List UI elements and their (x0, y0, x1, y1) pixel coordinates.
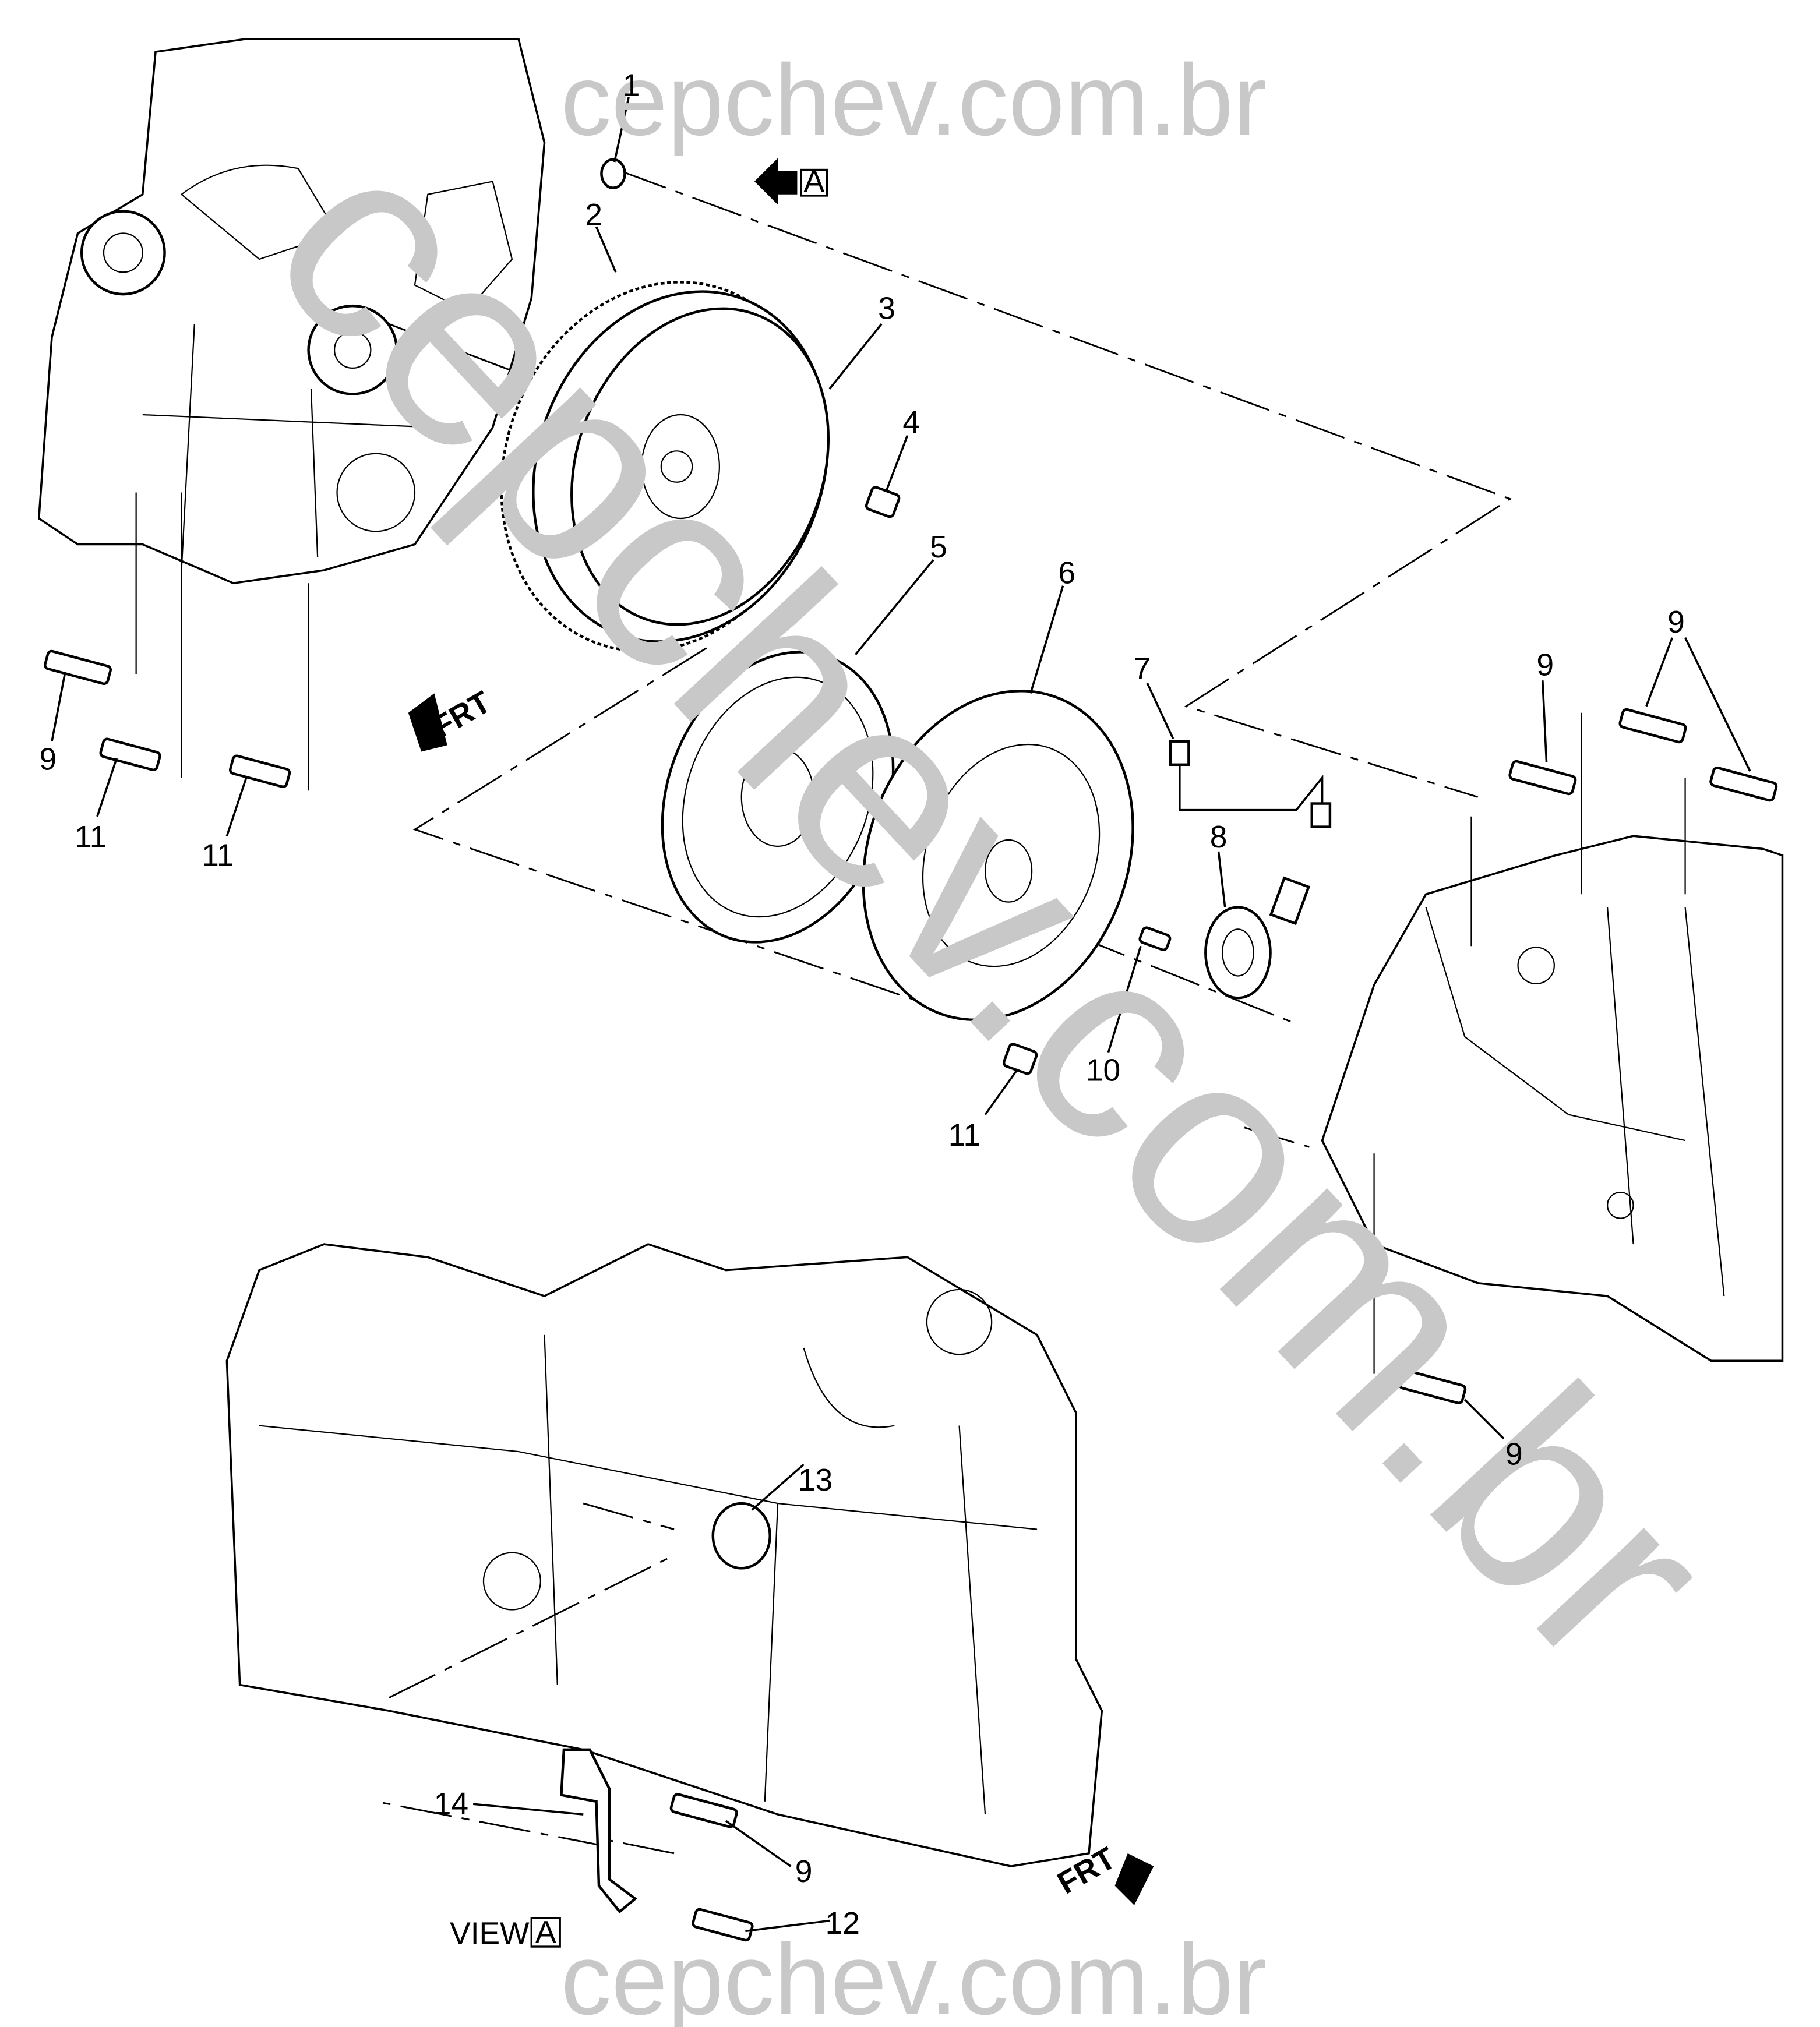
callouts: 1 2 3 4 5 6 7 8 9 9 9 9 9 10 11 11 11 12… (39, 69, 1684, 1941)
callout-9-bottom: 9 (795, 1855, 813, 1889)
watermark-top: cepchev.com.br (561, 43, 1267, 156)
flywheel-bolt (865, 486, 901, 518)
view-label: VIEW (450, 1917, 530, 1951)
bracket (560, 1748, 637, 1914)
callout-1: 1 (623, 69, 640, 103)
callout-13: 13 (798, 1463, 833, 1498)
bleeder-bolt (1138, 926, 1172, 951)
callout-9-lower-right: 9 (1505, 1437, 1523, 1471)
watermark-bottom: cepchev.com.br (561, 1923, 1267, 2027)
alignment-lines (135, 169, 1686, 1855)
front-indicator-upper: FRT (408, 684, 497, 752)
callout-12: 12 (826, 1906, 860, 1941)
view-letter: A (535, 1915, 556, 1950)
svg-text:FRT: FRT (1052, 1841, 1122, 1901)
callout-11-center: 11 (948, 1118, 980, 1153)
flywheel-ring (570, 307, 830, 626)
callout-7: 7 (1133, 652, 1151, 686)
callout-2: 2 (585, 198, 602, 232)
callout-11-left-a: 11 (75, 820, 107, 854)
watermark-diagonal: cepchev.com.br (214, 87, 1770, 1724)
engine-view-a (225, 1243, 1103, 1867)
callout-9-left: 9 (39, 743, 57, 777)
access-plug (711, 1502, 771, 1570)
callout-11-left-b: 11 (202, 838, 234, 873)
pilot-bearing (600, 158, 626, 189)
engine-block-top (37, 37, 546, 585)
callout-9-right-b: 9 (1667, 605, 1685, 640)
hydraulic-line (1169, 740, 1332, 828)
callout-8: 8 (1210, 820, 1228, 854)
callout-3: 3 (878, 291, 895, 326)
callout-6: 6 (1058, 556, 1075, 590)
front-indicator-lower: FRT (1052, 1841, 1154, 1905)
clutch-disc (661, 651, 895, 944)
callout-9-right-a: 9 (1536, 648, 1554, 682)
callout-4: 4 (902, 405, 920, 440)
concentric-slave-cylinder (1204, 876, 1311, 1000)
bolts (44, 649, 1778, 1942)
view-a-label: VIEW A (450, 1915, 561, 1951)
callout-10: 10 (1086, 1054, 1120, 1088)
view-direction-arrow: A (754, 158, 828, 205)
leader-lines (51, 97, 1751, 1933)
callout-5: 5 (930, 530, 947, 564)
callout-14: 14 (434, 1787, 468, 1821)
pressure-plate (862, 690, 1134, 1022)
view-direction-letter: A (804, 164, 825, 199)
